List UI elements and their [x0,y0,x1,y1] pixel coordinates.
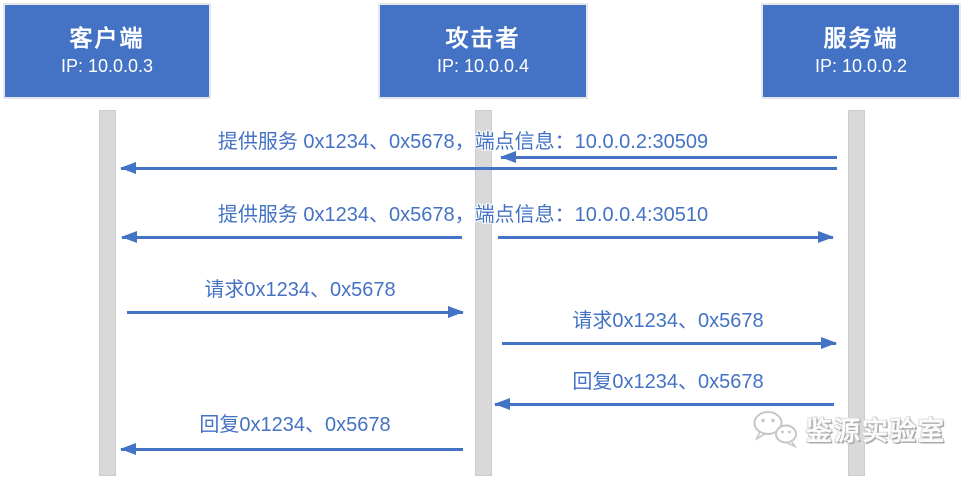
lifeline-attacker [475,110,492,476]
lifeline-client [99,110,116,476]
arrowhead-right-icon [448,306,464,318]
arrowhead-left-icon [121,231,137,243]
message-label-reply-attacker: 回复0x1234、0x5678 [199,414,391,436]
message-label-request-attacker: 请求0x1234、0x5678 [572,310,764,332]
lifeline-server [848,110,865,476]
arrow-attacker-to-server-request [502,337,837,349]
actor-name-label: 攻击者 [445,25,521,51]
actor-box-server: 服务端 IP: 10.0.0.2 [761,3,961,99]
arrowhead-left-icon [120,443,136,455]
actor-box-attacker: 攻击者 IP: 10.0.0.4 [378,3,588,99]
arrowhead-right-icon [818,231,834,243]
wechat-icon [753,411,798,449]
arrow-attacker-to-client-reply [120,443,463,455]
message-label-request-client: 请求0x1234、0x5678 [204,279,396,301]
message-label-reply-server: 回复0x1234、0x5678 [572,371,764,393]
arrowhead-left-icon [500,151,516,163]
watermark-text: 鉴源实验室 [806,415,947,446]
arrow-attacker-to-client-offer [121,231,462,243]
actor-ip-label: IP: 10.0.0.3 [60,56,154,76]
actor-name-label: 服务端 [823,25,899,51]
arrow-server-to-client-offer [120,162,837,174]
arrowhead-left-icon [494,398,510,410]
message-label-offer-real: 提供服务 0x1234、0x5678，端点信息：10.0.0.2:30509 [217,131,709,153]
actor-name-label: 客户端 [69,25,145,51]
arrow-server-to-attacker-reply [494,398,834,410]
arrow-client-to-attacker-request [127,306,464,318]
watermark: 鉴源实验室 [750,409,946,449]
arrow-attacker-to-server-offer [498,231,834,243]
arrowhead-left-icon [120,162,136,174]
arrowhead-right-icon [821,337,837,349]
arrow-server-to-attacker-offer [500,151,837,163]
message-label-offer-fake: 提供服务 0x1234、0x5678，端点信息：10.0.0.4:30510 [217,204,709,226]
actor-ip-label: IP: 10.0.0.4 [436,56,530,76]
actor-box-client: 客户端 IP: 10.0.0.3 [3,3,211,99]
actor-ip-label: IP: 10.0.0.2 [814,56,908,76]
